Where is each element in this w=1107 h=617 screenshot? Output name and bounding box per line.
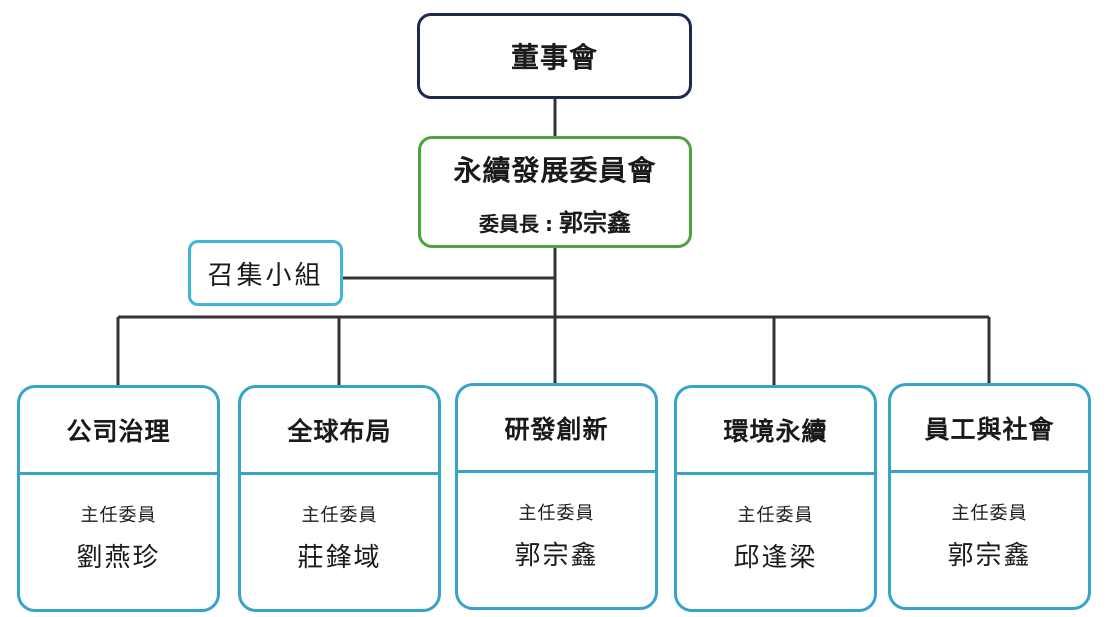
committee-member-name: 劉燕珍 — [76, 543, 161, 573]
chair-label: 委員長 — [479, 211, 539, 236]
esg-chair-line: 委員長 : 郭宗鑫 — [479, 203, 631, 238]
committee-member-name: 郭宗鑫 — [514, 541, 599, 571]
committee-node-rnd: 研發創新 主任委員 郭宗鑫 — [455, 383, 658, 610]
committee-member-name: 邱逢梁 — [733, 543, 818, 573]
committee-role: 主任委員 — [951, 503, 1028, 524]
committee-role: 主任委員 — [80, 505, 157, 526]
committee-title: 公司治理 — [20, 388, 217, 475]
committee-title: 全球布局 — [241, 388, 438, 475]
board-title: 董事會 — [510, 41, 598, 74]
committee-node-employee-society: 員工與社會 主任委員 郭宗鑫 — [888, 383, 1091, 610]
committee-title: 環境永續 — [677, 388, 874, 475]
committee-role: 主任委員 — [301, 505, 378, 526]
committee-node-global: 全球布局 主任委員 莊鋒域 — [238, 385, 441, 612]
chair-separator: : — [545, 211, 553, 236]
committee-node-environment: 環境永續 主任委員 邱逢梁 — [674, 385, 877, 612]
esg-committee-node: 永續發展委員會 委員長 : 郭宗鑫 — [418, 136, 692, 248]
convener-group-title: 召集小組 — [207, 260, 324, 291]
committee-member-name: 郭宗鑫 — [947, 541, 1032, 571]
committee-role: 主任委員 — [518, 503, 595, 524]
esg-committee-title: 永續發展委員會 — [453, 153, 657, 187]
committee-title: 員工與社會 — [891, 386, 1088, 473]
committee-member-name: 莊鋒域 — [297, 543, 382, 573]
committee-title: 研發創新 — [458, 386, 655, 473]
board-node: 董事會 — [417, 13, 692, 99]
committee-role: 主任委員 — [737, 505, 814, 526]
chair-name: 郭宗鑫 — [559, 208, 631, 237]
convener-group-node: 召集小組 — [188, 240, 343, 306]
committee-node-governance: 公司治理 主任委員 劉燕珍 — [17, 385, 220, 612]
